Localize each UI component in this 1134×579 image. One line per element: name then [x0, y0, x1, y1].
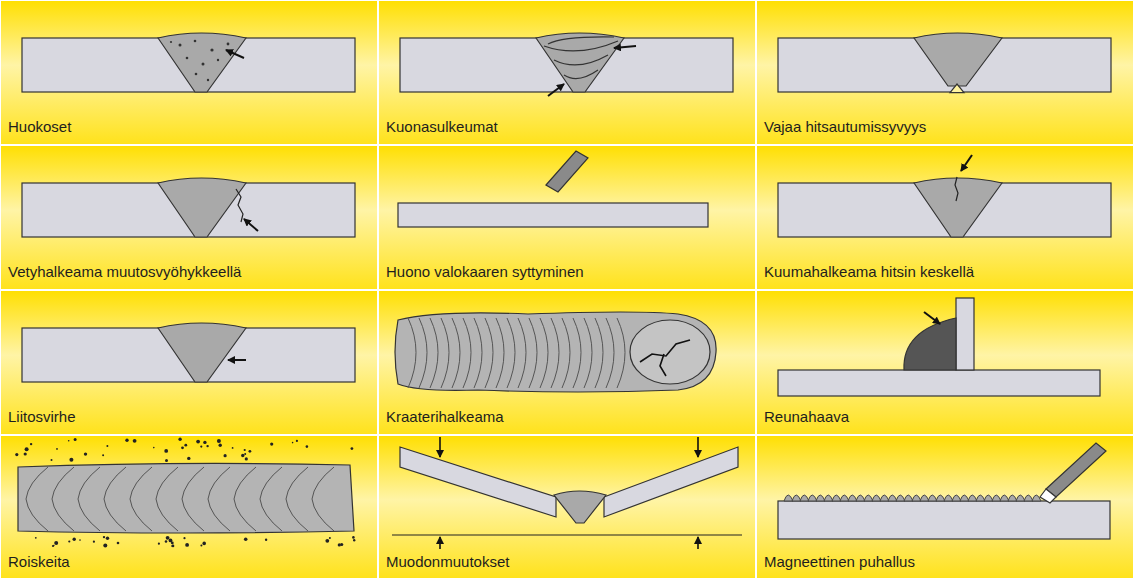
defect-label: Kuonasulkeumat [386, 118, 498, 136]
defect-label: Muodonmuutokset [386, 553, 509, 571]
defect-label: Reunahaava [764, 408, 849, 426]
defect-label: Huono valokaaren syttyminen [386, 263, 584, 281]
defect-label: Roiskeita [8, 553, 70, 571]
defect-label: Vetyhalkeama muutosvyöhykkeellä [8, 263, 241, 281]
defect-label: Vajaa hitsautumissyvyys [764, 118, 926, 136]
defect-label: Magneettinen puhallus [764, 553, 915, 571]
defect-label: Kraaterihalkeama [386, 408, 504, 426]
defect-label: Kuumahalkeama hitsin keskellä [764, 263, 974, 281]
defect-label: Huokoset [8, 118, 71, 136]
defect-label: Liitosvirhe [8, 408, 76, 426]
